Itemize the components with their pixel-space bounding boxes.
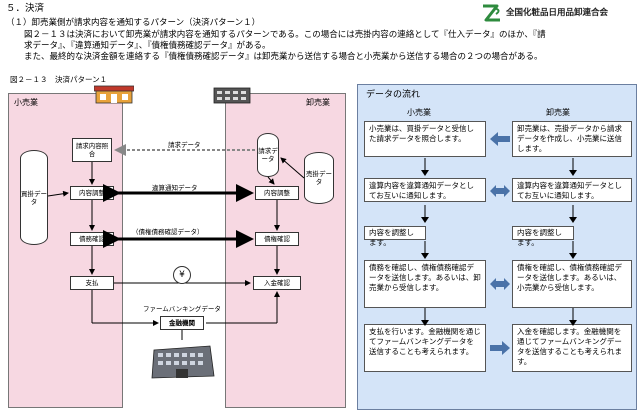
- logo-icon: [481, 2, 503, 24]
- arrow-down-icon: [421, 158, 429, 176]
- figure-caption: 図２－１３ 決済パターン１: [10, 75, 108, 84]
- arrow-left-icon: [490, 132, 510, 146]
- arrow-down-icon: [569, 158, 577, 176]
- flow-col-right-header: 卸売業: [546, 108, 570, 117]
- invoice-data-store: 請求データ: [257, 133, 279, 177]
- bank-building-icon: [150, 338, 216, 380]
- section-title: ５．決済: [6, 3, 45, 14]
- arrow-down-icon: [421, 241, 429, 259]
- balance-data-label: （債権債務確認データ）: [132, 228, 204, 236]
- flow-right-step-3: 内容を調整します。: [512, 226, 574, 247]
- intro-line-4: また、最終的な決済金額を連絡する『債権債務確認データ』は卸売業から送信する場合と…: [24, 52, 543, 62]
- wholesaler-region: [225, 93, 346, 408]
- arrow-down-icon: [569, 308, 577, 326]
- arrow-right-icon: [490, 341, 510, 355]
- flow-right-step-2: 違算内容を違算通知データとしてお互いに通知します。: [512, 178, 632, 202]
- yen-icon: ¥: [173, 266, 191, 284]
- flow-left-step-4: 債務を確認し、債権債務確認データを送信します。あるいは、卸売業から受信します。: [364, 260, 486, 308]
- content-adjust-right-box: 内容調整: [255, 186, 299, 200]
- arrow-both-icon: [490, 185, 510, 197]
- flow-col-left-header: 小売業: [407, 108, 431, 117]
- discrepancy-data-label: 違算通知データ: [152, 184, 198, 192]
- wholesaler-label: 卸売業: [306, 98, 330, 107]
- receipt-confirm-box: 入金確認: [253, 276, 301, 290]
- org-name: 全国化粧品日用品卸連合会: [506, 8, 609, 18]
- flow-right-step-5: 入金を確認します。金融機関を通じてファームバンキングデータを送信することも考えら…: [512, 324, 632, 372]
- intro-line-2: 図２－１３は決済において卸売業が請求内容を通知するパターンである。この場合には売…: [24, 30, 546, 40]
- arrow-down-icon: [569, 241, 577, 259]
- claim-confirm-right-box: 債権確認: [255, 232, 299, 246]
- flow-connectors: [47, 144, 305, 340]
- arrow-down-icon: [421, 205, 429, 223]
- payment-box: 支払: [70, 276, 114, 290]
- arrow-down-icon: [569, 205, 577, 223]
- firm-banking-label: ファームバンキングデータ: [143, 305, 221, 313]
- flow-right-step-4: 債権を確認し、債権債務確認データを送信します。あるいは、小売業から受信します。: [512, 260, 632, 308]
- flow-right-step-1: 卸売業は、売掛データから請求データを作成し、小売業に送信します。: [512, 121, 632, 157]
- wholesale-building-icon: [212, 84, 252, 104]
- receivable-data-store: 売掛データ: [304, 152, 334, 204]
- flow-panel-title: データの流れ: [366, 90, 421, 100]
- intro-line-1: （１）卸売業側が請求内容を通知するパターン（決済パターン１）: [6, 18, 261, 28]
- purchase-data-store: 買掛データ: [20, 150, 48, 245]
- invoice-check-box: 請求内容照合: [72, 138, 112, 162]
- flow-left-step-1: 小売業は、買掛データと受信した請求データを照合します。: [364, 121, 486, 157]
- bank-box: 金融機関: [160, 316, 204, 330]
- flow-left-step-2: 違算内容を違算通知データとしてお互いに通知します。: [364, 178, 486, 202]
- flow-left-step-5: 支払を行います。金融機関を通じてファームバンキングデータを送信することも考えられ…: [364, 324, 486, 372]
- arrow-both-icon: [490, 278, 510, 290]
- invoice-data-label: 請求データ: [168, 141, 201, 149]
- retail-store-icon: [93, 84, 135, 104]
- flow-left-step-3: 内容を調整します。: [364, 226, 426, 247]
- retailer-label: 小売業: [14, 98, 38, 107]
- intro-line-3: 求データ』、『違算通知データ』、『債権債務確認データ』がある。: [24, 41, 271, 51]
- arrow-down-icon: [421, 308, 429, 326]
